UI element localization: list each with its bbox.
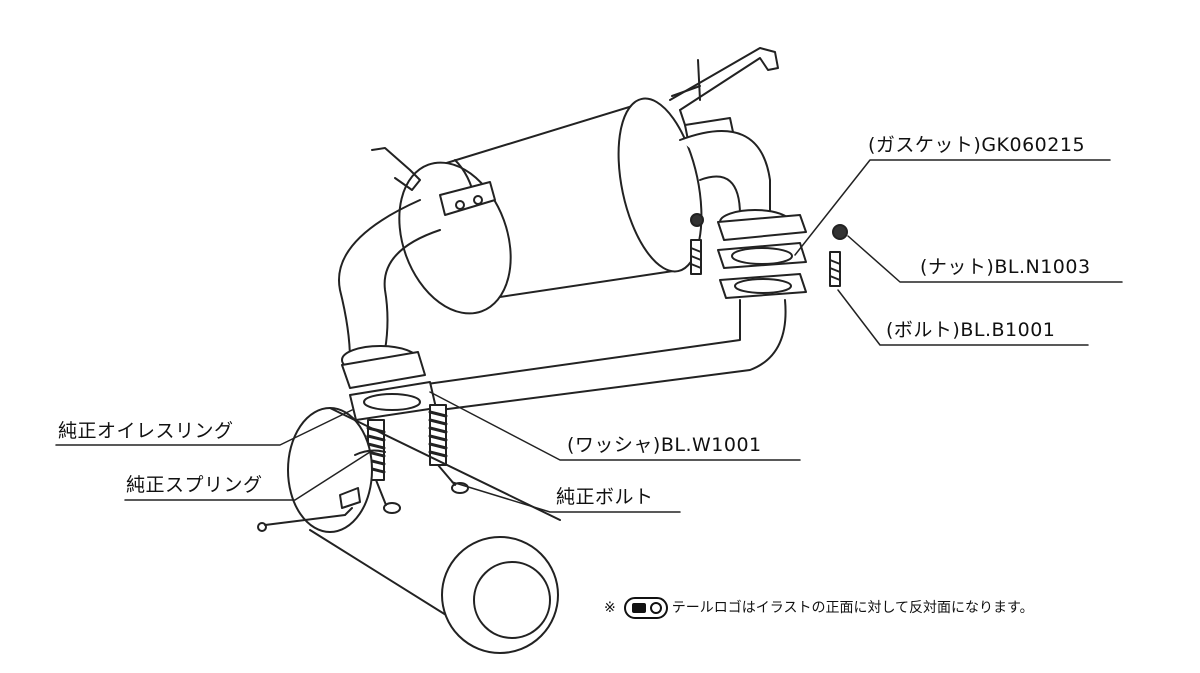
label-oem-bolt: 純正ボルト <box>556 486 654 508</box>
label-gasket: (ガスケット)GK060215 <box>868 134 1086 156</box>
brand-logo-icon <box>623 597 668 619</box>
note-text: テールロゴはイラストの正面に対して反対面になります。 <box>671 600 1034 616</box>
routing-lines <box>419 299 787 411</box>
label-bolt: (ボルト)BL.B1001 <box>886 319 1056 341</box>
right-hardware <box>690 213 848 287</box>
tail-muffler <box>257 407 561 654</box>
label-washer: (ワッシャ)BL.W1001 <box>567 434 762 456</box>
main-muffler <box>398 97 703 315</box>
leader-lines <box>55 159 1123 513</box>
note-mark: ※ <box>604 600 616 616</box>
label-oem-rubber-ring: 純正オイレスリング <box>58 420 234 442</box>
tail-logo-note: ※ テールロゴはイラストの正面に対して反対面になります。 <box>604 597 1034 619</box>
label-nut: (ナット)BL.N1003 <box>920 256 1091 278</box>
right-flange-set <box>717 214 807 299</box>
label-oem-spring: 純正スプリング <box>126 474 263 496</box>
